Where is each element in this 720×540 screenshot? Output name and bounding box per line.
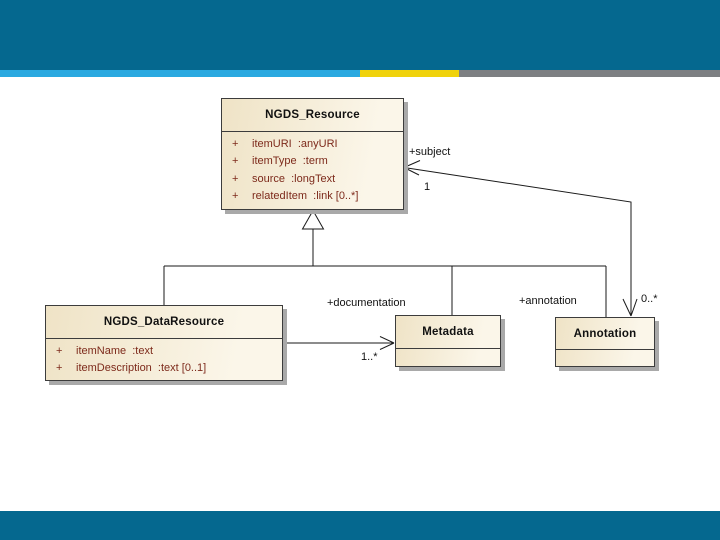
class-ngds-resource: NGDS_Resource + itemURI :anyURI + itemTy… — [221, 98, 404, 210]
subject-association — [403, 160, 638, 317]
attribute-visibility: + — [56, 344, 63, 357]
class-annotation: Annotation — [555, 317, 655, 367]
accent-stripe-gray-segment — [459, 70, 720, 77]
documentation-association — [284, 336, 395, 350]
accent-stripe — [0, 70, 720, 77]
class-metadata-title: Metadata — [396, 316, 500, 349]
subject-role-label: +subject — [409, 146, 451, 158]
slide-top-banner — [0, 0, 720, 70]
attribute-visibility: + — [232, 137, 239, 150]
class-annotation-title: Annotation — [556, 318, 654, 350]
attribute-text: itemName :text — [76, 344, 154, 357]
generalization-connector — [163, 209, 607, 318]
class-metadata: Metadata — [395, 315, 501, 367]
class-ngds-resource-attributes: + itemURI :anyURI + itemType :term + sou… — [222, 132, 403, 205]
attribute-visibility: + — [232, 155, 239, 168]
attribute-text: source :longText — [252, 172, 336, 185]
attribute-row: + itemURI :anyURI — [222, 135, 403, 153]
attribute-text: itemType :term — [252, 155, 328, 168]
class-ngds-dataresource: NGDS_DataResource + itemName :text + ite… — [45, 305, 283, 381]
generalization-triangle-icon — [301, 209, 325, 230]
class-ngds-resource-title: NGDS_Resource — [222, 99, 403, 132]
attribute-row: + itemName :text — [46, 342, 282, 360]
attribute-visibility: + — [56, 362, 63, 375]
attribute-text: relatedItem :link [0..*] — [252, 190, 359, 203]
attribute-text: itemDescription :text [0..1] — [76, 362, 207, 375]
attribute-visibility: + — [232, 190, 239, 203]
slide-bottom-banner — [0, 511, 720, 540]
accent-stripe-blue-segment — [0, 70, 360, 77]
documentation-multiplicity-label: 1..* — [361, 351, 378, 363]
accent-stripe-yellow-segment — [360, 70, 459, 77]
annotation-role-label: +annotation — [519, 295, 577, 307]
attribute-row: + itemDescription :text [0..1] — [46, 360, 282, 378]
attribute-text: itemURI :anyURI — [252, 137, 338, 150]
attribute-row: + source :longText — [222, 170, 403, 188]
subject-multiplicity-label: 1 — [424, 181, 431, 193]
documentation-role-label: +documentation — [327, 297, 406, 309]
class-ngds-dataresource-title: NGDS_DataResource — [46, 306, 282, 339]
attribute-visibility: + — [232, 172, 239, 185]
attribute-row: + itemType :term — [222, 153, 403, 171]
annotation-multiplicity-label: 0..* — [641, 293, 658, 305]
attribute-row: + relatedItem :link [0..*] — [222, 188, 403, 206]
class-ngds-dataresource-attributes: + itemName :text + itemDescription :text… — [46, 339, 282, 377]
